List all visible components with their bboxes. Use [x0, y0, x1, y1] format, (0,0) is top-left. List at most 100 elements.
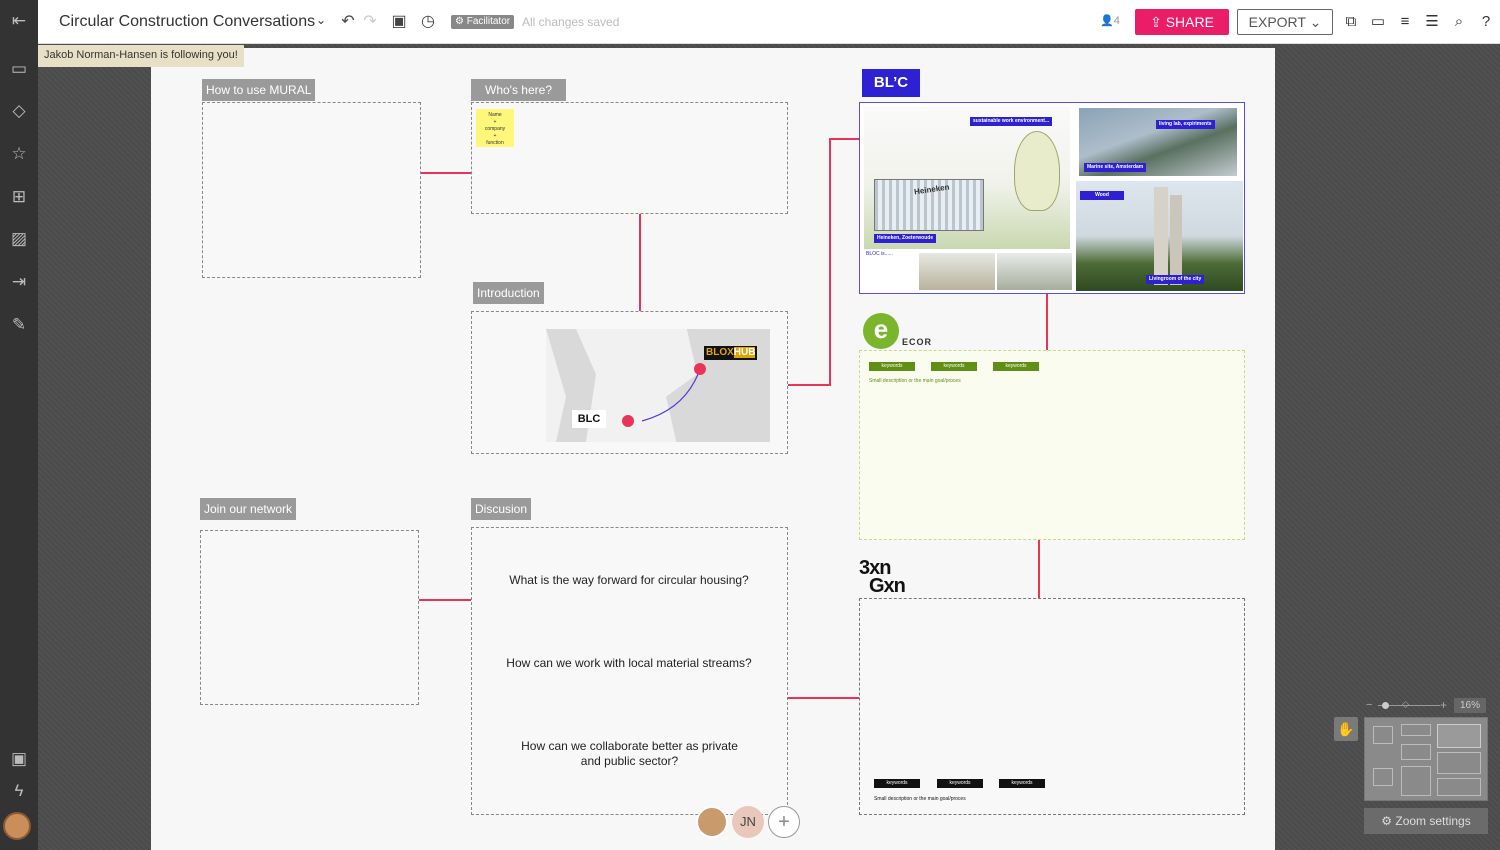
- star-icon[interactable]: ☆: [11, 144, 27, 163]
- zoom-in-icon[interactable]: +: [1440, 698, 1448, 712]
- zoom-out-icon[interactable]: −: [1366, 699, 1373, 711]
- connector-line[interactable]: [639, 213, 641, 311]
- building-sketch: [874, 179, 984, 231]
- outline-list-icon[interactable]: ☰: [1425, 13, 1439, 30]
- comment-icon[interactable]: ▭: [1370, 13, 1386, 30]
- upload-icon[interactable]: ⇥: [11, 272, 27, 291]
- top-toolbar: Circular Construction Conversations ⌄ ↶ …: [38, 0, 1500, 44]
- undo-icon[interactable]: ↶: [341, 13, 355, 30]
- gxn-description[interactable]: Small description or the main goal/proce…: [874, 796, 966, 802]
- zoom-track: [1378, 705, 1440, 706]
- participant-avatar[interactable]: [696, 806, 728, 838]
- connector-line[interactable]: [788, 384, 830, 386]
- frameworks-icon[interactable]: ⊞: [11, 187, 27, 206]
- tag-heineken[interactable]: Heineken, Zoeterwoude: [874, 234, 937, 243]
- bloc-is-text[interactable]: BLOC is......: [866, 251, 893, 257]
- connector-line[interactable]: [829, 138, 831, 386]
- keyword-tag[interactable]: keywords: [869, 362, 915, 371]
- discussion-question[interactable]: What is the way forward for circular hou…: [509, 573, 749, 587]
- frame-whos-here[interactable]: [471, 102, 788, 214]
- chevron-down-icon[interactable]: ⌄: [316, 13, 327, 27]
- chat-icon[interactable]: ⧉: [1345, 13, 1357, 30]
- discussion-question[interactable]: How can we collaborate better as private…: [521, 739, 738, 768]
- connector-line[interactable]: [1038, 540, 1040, 598]
- frame-label-discussion[interactable]: Discusion: [471, 498, 532, 520]
- connector-line[interactable]: [829, 138, 859, 140]
- minimap-frame: [1401, 744, 1431, 760]
- keyword-tag[interactable]: keywords: [931, 362, 977, 371]
- minimap-frame: [1401, 766, 1431, 796]
- keyword-tag[interactable]: keywords: [993, 362, 1039, 371]
- minimap-frame: [1437, 752, 1481, 774]
- connector-line[interactable]: [788, 697, 859, 699]
- ecor-logo[interactable]: e: [863, 313, 899, 349]
- frame-label-whos-here[interactable]: Who's here?: [471, 79, 566, 101]
- intro-map[interactable]: BLOXHUB BLC: [546, 329, 770, 442]
- zoom-slider[interactable]: − ◇ +: [1366, 698, 1486, 714]
- bloc-moodboard[interactable]: Heineken sustainable work environment...…: [859, 102, 1245, 294]
- frame-ecor[interactable]: [859, 350, 1245, 540]
- street-image[interactable]: [919, 253, 995, 290]
- bloc-logo[interactable]: BL’C: [862, 69, 920, 97]
- ecor-description[interactable]: Small description or the main goal/proce…: [869, 378, 961, 384]
- pencil-icon[interactable]: ✎: [11, 315, 27, 334]
- add-participant-button[interactable]: +: [768, 806, 800, 838]
- minimap-frame: [1401, 724, 1431, 736]
- redo-icon[interactable]: ↷: [363, 13, 377, 30]
- frame-label-introduction[interactable]: Introduction: [473, 282, 544, 304]
- sticky-note-icon[interactable]: ▭: [10, 59, 28, 78]
- export-button[interactable]: EXPORT ⌄: [1237, 9, 1333, 35]
- share-button[interactable]: ⇪ SHARE: [1135, 9, 1229, 35]
- sticky-note[interactable]: Name + company + function: [476, 109, 514, 147]
- timer-icon[interactable]: ◷: [421, 13, 435, 30]
- follow-banner: Jakob Norman-Hansen is following you!: [38, 45, 244, 67]
- tag-sustainable[interactable]: sustainable work environment...: [970, 117, 1053, 126]
- bloxhub-label-b: HUB: [733, 347, 756, 358]
- mural-title[interactable]: Circular Construction Conversations: [59, 13, 316, 30]
- user-count[interactable]: 👤4: [1100, 15, 1120, 27]
- facilitator-badge[interactable]: ⚙ Facilitator: [451, 15, 515, 29]
- help-icon[interactable]: ?: [1481, 13, 1491, 30]
- connector-line[interactable]: [421, 172, 471, 174]
- heineken-sketch-image[interactable]: Heineken: [864, 107, 1070, 249]
- avatar-initials: JN: [740, 814, 756, 829]
- minimap-frame: [1437, 778, 1481, 796]
- frame-label-join[interactable]: Join our network: [200, 498, 297, 520]
- exit-icon[interactable]: ⇤: [11, 11, 27, 30]
- activity-icon[interactable]: ≡: [1400, 13, 1410, 30]
- frame-label-how-to[interactable]: How to use MURAL: [202, 79, 316, 101]
- tag-livingroom[interactable]: Livingroom of the city: [1146, 275, 1205, 284]
- zoom-handle[interactable]: [1382, 702, 1389, 709]
- keyword-tag[interactable]: keywords: [999, 779, 1045, 788]
- connector-line[interactable]: [419, 599, 471, 601]
- tag-living-lab[interactable]: living lab, expiriments: [1156, 120, 1215, 129]
- zoom-percent[interactable]: 16%: [1454, 698, 1486, 713]
- frame-discussion[interactable]: [471, 527, 788, 815]
- tag-marine[interactable]: Marine site, Amsterdam: [1084, 163, 1147, 172]
- frame-join[interactable]: [200, 530, 419, 705]
- keyword-tag[interactable]: keywords: [874, 779, 920, 788]
- search-icon[interactable]: ⌕: [1454, 13, 1464, 30]
- shapes-icon[interactable]: ◇: [12, 101, 26, 120]
- user-avatar[interactable]: [3, 812, 31, 840]
- gxn-logo[interactable]: 3xn Gxn: [859, 557, 919, 597]
- keyword-tag[interactable]: keywords: [937, 779, 983, 788]
- gxn-logo-line: 3xn: [859, 557, 891, 579]
- image-icon[interactable]: ▨: [10, 229, 28, 248]
- zoom-marker-icon: ◇: [1402, 699, 1409, 709]
- minimap[interactable]: [1364, 717, 1488, 801]
- zoom-settings-button[interactable]: ⚙ Zoom settings: [1364, 808, 1488, 834]
- feedback-icon[interactable]: ▣: [10, 749, 28, 768]
- outline-icon[interactable]: ▣: [391, 13, 407, 30]
- discussion-question[interactable]: How can we work with local material stre…: [506, 656, 752, 670]
- lightning-icon[interactable]: ϟ: [14, 781, 24, 800]
- tag-wood[interactable]: Wood: [1080, 191, 1124, 200]
- frame-gxn[interactable]: [859, 598, 1245, 815]
- participant-avatar[interactable]: JN: [732, 806, 764, 838]
- connector-line[interactable]: [1046, 294, 1048, 350]
- ecor-logo-text: ECOR: [902, 337, 933, 347]
- frame-how-to[interactable]: [202, 102, 421, 278]
- tower-shape: [1154, 187, 1168, 285]
- hand-tool-icon[interactable]: ✋: [1334, 717, 1358, 741]
- plaza-image[interactable]: [997, 253, 1072, 290]
